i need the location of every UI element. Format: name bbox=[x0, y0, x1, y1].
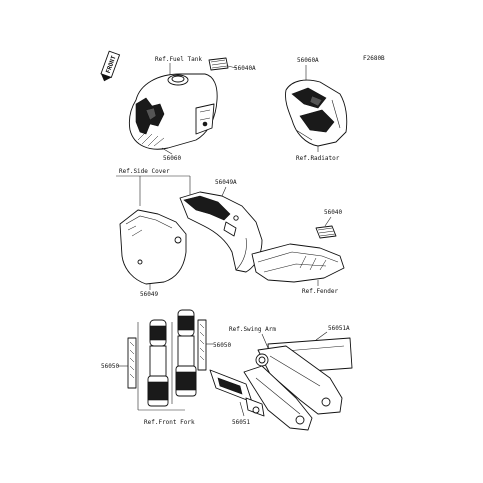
leader-56040 bbox=[324, 216, 332, 227]
swing-arm[interactable] bbox=[243, 345, 343, 431]
label-ref-front-fork: Ref.Front Fork bbox=[144, 419, 195, 426]
label-ref-fuel-tank: Ref.Fuel Tank bbox=[155, 56, 202, 63]
rear-fender[interactable] bbox=[251, 243, 345, 283]
decal-56050-left[interactable] bbox=[127, 337, 137, 389]
figure-code: F2680B bbox=[363, 55, 385, 62]
label-56049: 56049 bbox=[140, 291, 158, 298]
radiator-shroud[interactable] bbox=[285, 79, 348, 147]
leader-56060 bbox=[161, 147, 173, 155]
leader-56040A bbox=[227, 65, 237, 69]
decal-56040A-top[interactable] bbox=[208, 57, 229, 71]
leader-56051A bbox=[315, 331, 328, 341]
side-cover-right[interactable] bbox=[179, 191, 263, 273]
leader-56051 bbox=[239, 401, 245, 417]
label-56040: 56040 bbox=[324, 209, 342, 216]
fork-leg-right[interactable] bbox=[175, 309, 197, 397]
leader-swing-arm bbox=[261, 333, 269, 349]
label-ref-swing-arm: Ref.Swing Arm bbox=[229, 326, 276, 333]
label-ref-radiator: Ref.Radiator bbox=[296, 155, 340, 162]
label-ref-fender: Ref.Fender bbox=[302, 288, 339, 295]
label-56040A-top: 56040A bbox=[234, 65, 256, 72]
label-56060: 56060 bbox=[163, 155, 181, 162]
label-56051A: 56051A bbox=[328, 325, 350, 332]
leader-56049A bbox=[221, 186, 227, 197]
decal-56051[interactable] bbox=[209, 369, 265, 417]
label-56050-left: 56050 bbox=[101, 363, 119, 370]
label-56051: 56051 bbox=[232, 419, 250, 426]
decal-56050-right[interactable] bbox=[197, 319, 207, 371]
label-56049A: 56049A bbox=[215, 179, 237, 186]
front-badge: FRONT bbox=[100, 50, 121, 82]
label-ref-side-cover: Ref.Side Cover bbox=[119, 168, 170, 175]
label-56060A: 56060A bbox=[297, 57, 319, 64]
side-cover-left[interactable] bbox=[119, 209, 187, 285]
label-56050-right: 56050 bbox=[213, 342, 231, 349]
fork-leg-left[interactable] bbox=[147, 319, 169, 407]
decal-56040[interactable] bbox=[315, 225, 337, 239]
fuel-tank[interactable] bbox=[128, 73, 218, 150]
